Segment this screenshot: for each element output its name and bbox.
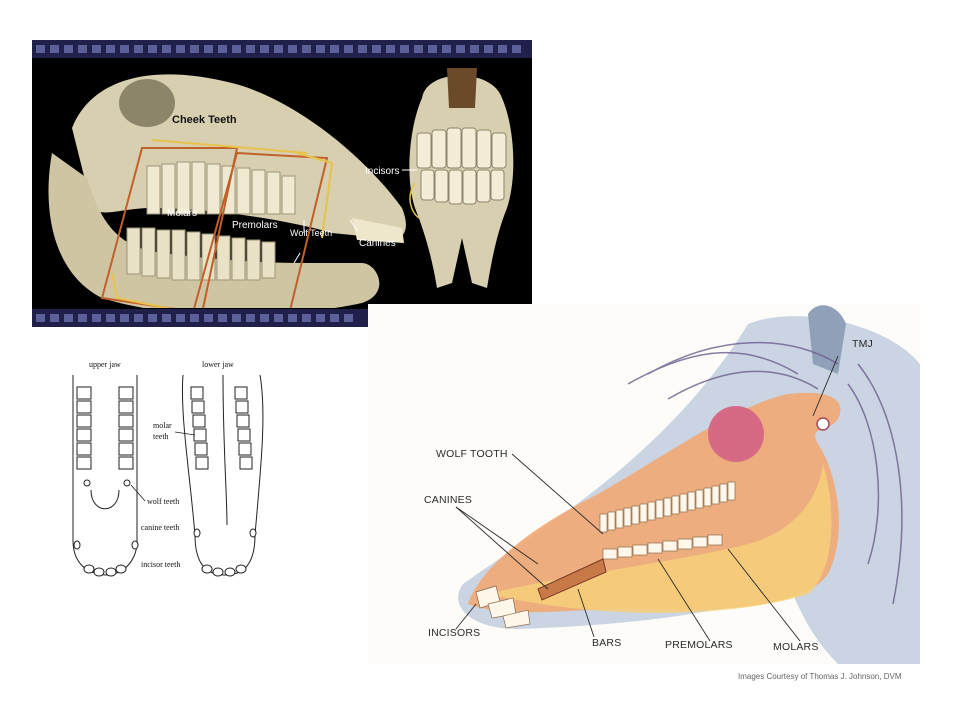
premolars-label: PREMOLARS bbox=[665, 639, 733, 651]
frontal-skull-image bbox=[402, 68, 514, 288]
incisors-label: INCISORS bbox=[428, 627, 481, 639]
wolf-tooth-label: WOLF TOOTH bbox=[436, 448, 508, 460]
skull-photo-panel: Cheek Teeth Molars Premolars Wolf Teeth … bbox=[32, 40, 532, 327]
incisors-label: Incisors bbox=[365, 166, 400, 177]
jaw-diagram-panel: upper jaw lower jaw molar teeth wolf tee… bbox=[55, 355, 285, 585]
tmj-label: TMJ bbox=[852, 338, 874, 350]
lower-jaw-label: lower jaw bbox=[202, 360, 234, 369]
molar-teeth-label-1: molar bbox=[153, 421, 172, 430]
molars-label: Molars bbox=[167, 208, 198, 219]
image-credit: Images Courtesy of Thomas J. Johnson, DV… bbox=[738, 672, 902, 681]
canines-label: Canines bbox=[359, 238, 396, 249]
canines-label: CANINES bbox=[424, 494, 473, 506]
wolf-teeth-label: Wolf Teeth bbox=[290, 228, 333, 238]
filmstrip-bottom bbox=[32, 309, 368, 327]
molars-label: MOLARS bbox=[773, 641, 819, 653]
horse-head-illustration bbox=[455, 305, 920, 664]
upper-jaw-label: upper jaw bbox=[89, 360, 121, 369]
cheek-teeth-label: Cheek Teeth bbox=[172, 114, 237, 126]
anatomy-illustration-panel: TMJ WOLF TOOTH CANINES INCISORS BARS PRE… bbox=[368, 304, 920, 664]
molar-teeth-label-2: teeth bbox=[153, 432, 169, 441]
filmstrip-top bbox=[32, 40, 532, 58]
bars-label: BARS bbox=[592, 637, 622, 649]
jaw-line-drawing bbox=[72, 374, 264, 577]
canine-teeth-label: canine teeth bbox=[141, 523, 180, 532]
premolars-label: Premolars bbox=[232, 220, 278, 231]
incisor-teeth-label: incisor teeth bbox=[141, 560, 181, 569]
wolf-teeth-label: wolf teeth bbox=[147, 497, 180, 506]
lateral-skull-image bbox=[48, 74, 406, 308]
